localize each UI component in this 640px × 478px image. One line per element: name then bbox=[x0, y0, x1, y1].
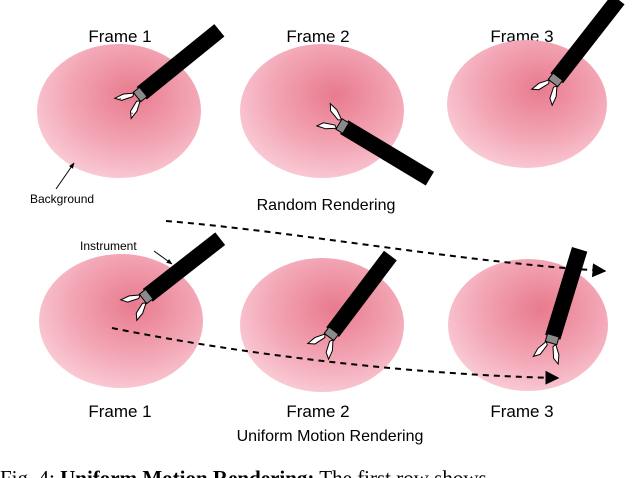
background-annotation-label: Background bbox=[30, 192, 94, 206]
row-title-bottom: Uniform Motion Rendering bbox=[237, 428, 424, 445]
background-annotation-arrow bbox=[55, 162, 75, 190]
frame-label-bottom-1: Frame 1 bbox=[88, 402, 151, 421]
background-ellipse-top-2 bbox=[240, 44, 404, 178]
background-ellipse-top-3 bbox=[447, 40, 607, 168]
caption-prefix: Fig. 4: bbox=[0, 466, 60, 478]
row-title-top: Random Rendering bbox=[257, 197, 396, 214]
caption-bold: Uniform Motion Rendering: bbox=[60, 466, 314, 478]
instrument-annotation-label: Instrument bbox=[80, 239, 137, 253]
motion-arrow-lower bbox=[111, 327, 560, 385]
frame-label-top-1: Frame 1 bbox=[88, 27, 151, 46]
instrument-top-3 bbox=[530, 0, 625, 107]
background-ellipse-bottom-3 bbox=[448, 259, 608, 391]
instrument-annotation-arrow bbox=[153, 250, 173, 265]
motion-arrow-upper bbox=[165, 220, 607, 278]
caption-rest: The first row shows bbox=[314, 466, 486, 478]
figure-caption: Fig. 4: Uniform Motion Rendering: The fi… bbox=[0, 466, 487, 478]
instrument-bottom-2 bbox=[306, 250, 397, 361]
instrument-top-2 bbox=[315, 102, 434, 186]
instrument-bottom-3 bbox=[532, 246, 588, 366]
frame-label-top-2: Frame 2 bbox=[286, 27, 349, 46]
instrument-top-1 bbox=[113, 24, 225, 120]
frame-label-bottom-2: Frame 2 bbox=[286, 402, 349, 421]
instrument-bottom-1 bbox=[119, 232, 226, 322]
frame-label-bottom-3: Frame 3 bbox=[490, 402, 553, 421]
